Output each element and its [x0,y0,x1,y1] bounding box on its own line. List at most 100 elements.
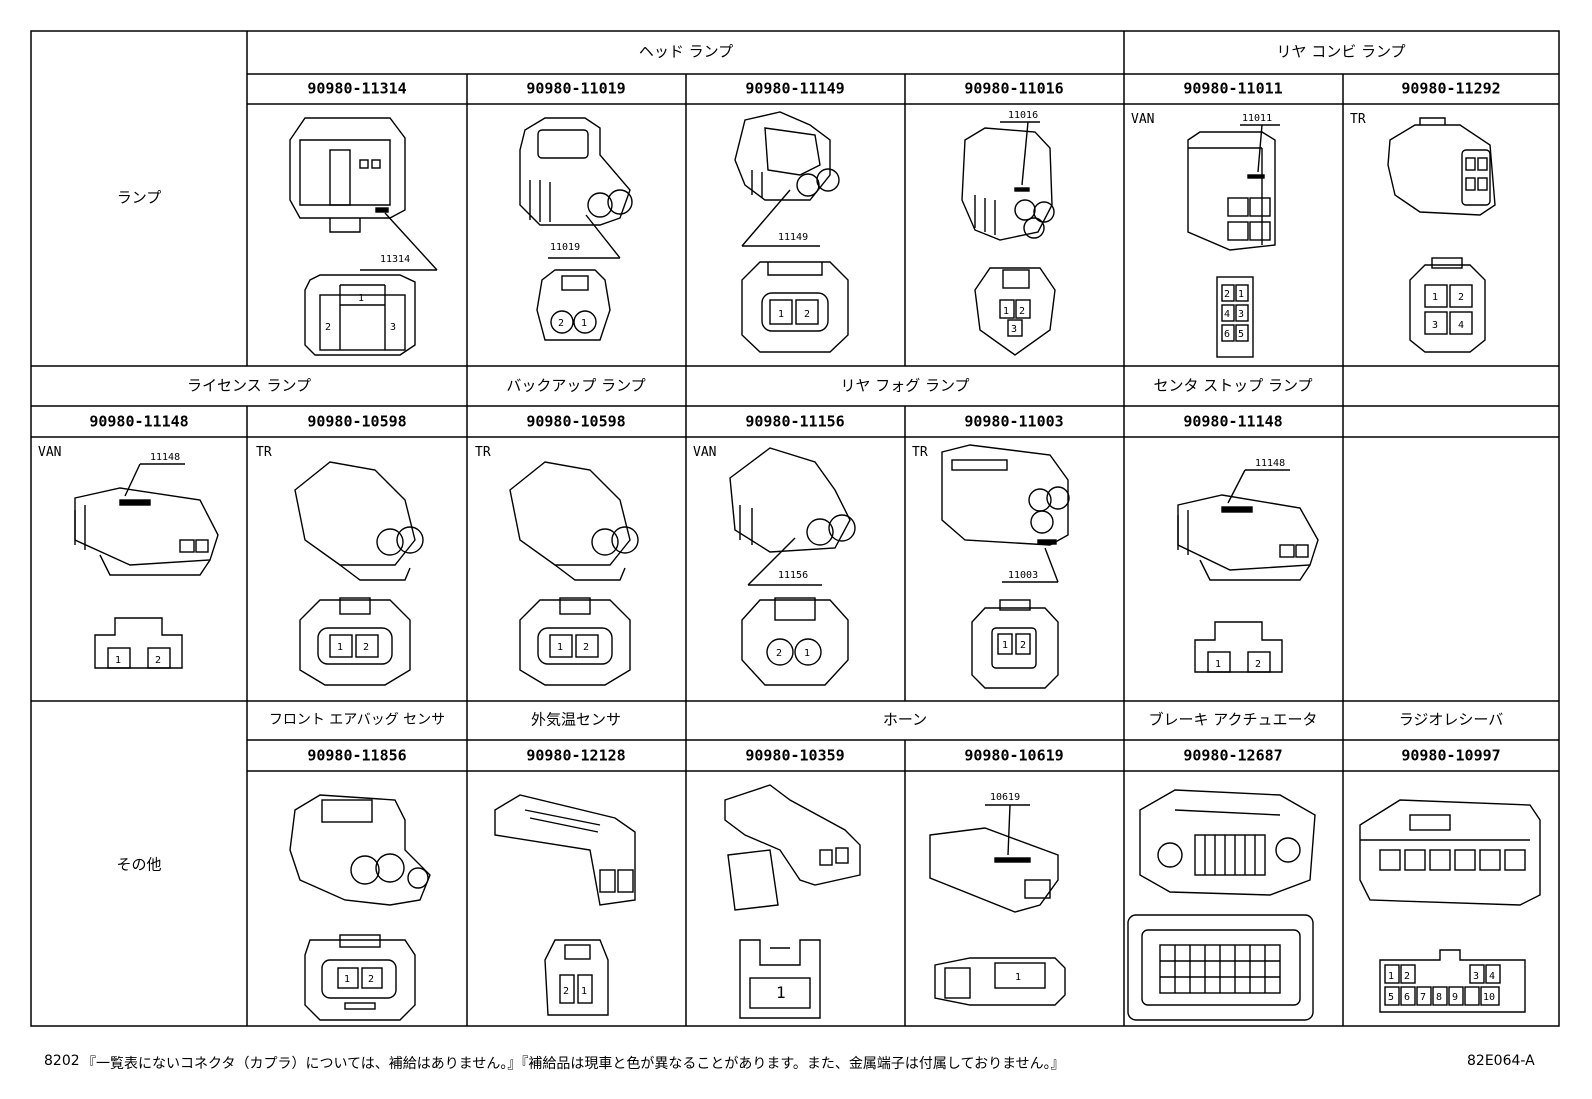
svg-text:1: 1 [337,642,343,653]
svg-text:6: 6 [1224,329,1230,340]
svg-text:2: 2 [1019,306,1025,317]
svg-text:1: 1 [344,974,350,985]
svg-text:3: 3 [390,322,396,333]
svg-text:5: 5 [1238,329,1244,340]
callout-label: 11016 [1008,110,1038,121]
part-number: 90980-11148 [1183,412,1283,431]
svg-text:2: 2 [363,642,369,653]
svg-text:1: 1 [115,655,121,666]
svg-text:1: 1 [1238,289,1244,300]
part-number: 90980-12687 [1183,746,1283,765]
svg-text:3: 3 [1473,971,1479,982]
part-number: 90980-10598 [307,412,407,431]
header-rear-fog-lamp: リヤ フォグ ランプ [840,376,970,395]
part-number: 90980-11148 [89,412,189,431]
variant-tag-tr: TR [1350,112,1366,127]
svg-text:1: 1 [581,986,587,997]
callout-label: 11148 [1255,458,1285,469]
callout-label: 11003 [1008,570,1038,581]
svg-text:1: 1 [557,642,563,653]
part-number: 90980-11019 [526,79,626,98]
header-license-lamp: ライセンス ランプ [186,376,312,395]
svg-text:8: 8 [1436,992,1442,1003]
part-number: 90980-10997 [1401,746,1501,765]
row-label-other: その他 [116,855,162,874]
part-number: 90980-11011 [1183,79,1283,98]
page-number: 8202 [44,1053,80,1069]
svg-text:2: 2 [155,655,161,666]
callout-label: 11156 [778,570,808,581]
header-brake-actuator: ブレーキ アクチュエータ [1148,710,1318,729]
svg-text:3: 3 [1238,309,1244,320]
svg-text:1: 1 [1432,292,1438,303]
svg-text:1: 1 [1215,659,1221,670]
part-number: 90980-11016 [964,79,1064,98]
svg-text:1: 1 [776,983,786,1002]
figure-code: 82E064-A [1467,1053,1535,1069]
variant-tag-van: VAN [693,445,717,460]
svg-text:1: 1 [358,293,364,304]
svg-text:5: 5 [1388,992,1394,1003]
connector-12687-drawing [1127,789,1316,1021]
row-label-lamp: ランプ [116,188,162,207]
part-number: 90980-11149 [745,79,845,98]
svg-text:3: 3 [1432,320,1438,331]
svg-text:2: 2 [1224,289,1230,300]
connector-10619-drawing: 10619 1 [929,792,1066,1006]
callout-label: 10619 [990,792,1020,803]
part-number: 90980-10619 [964,746,1064,765]
part-number: 90980-11292 [1401,79,1501,98]
svg-text:2: 2 [1404,971,1410,982]
variant-tag-tr: TR [912,445,928,460]
svg-text:1: 1 [1015,972,1021,983]
svg-text:6: 6 [1404,992,1410,1003]
svg-text:1: 1 [1388,971,1394,982]
svg-text:2: 2 [325,322,331,333]
svg-text:1: 1 [1003,306,1009,317]
svg-text:4: 4 [1224,309,1230,320]
svg-text:2: 2 [558,318,564,329]
variant-tag-tr: TR [475,445,491,460]
part-number: 90980-11003 [964,412,1064,431]
svg-text:1: 1 [778,309,784,320]
header-backup-lamp: バックアップ ランプ [506,376,646,395]
variant-tag-van: VAN [1131,112,1155,127]
svg-text:9: 9 [1452,992,1458,1003]
part-number: 90980-11314 [307,79,407,98]
callout-label: 11314 [380,254,410,265]
connector-11148-drawing: 11148 1 2 [1177,458,1319,673]
part-number: 90980-11156 [745,412,845,431]
svg-text:2: 2 [1020,640,1026,651]
connector-11314-drawing: 11314 1 2 3 [289,117,438,356]
variant-tag-van: VAN [38,445,62,460]
connector-11148-drawing: 11148 1 2 [74,452,219,669]
svg-text:2: 2 [583,642,589,653]
part-number: 90980-12128 [526,746,626,765]
header-horn: ホーン [882,710,928,729]
part-number: 90980-10598 [526,412,626,431]
header-radio-receiver: ラジオレシーバ [1398,710,1504,729]
svg-text:1: 1 [581,318,587,329]
header-center-stop-lamp: センタ ストップ ランプ [1153,376,1313,395]
svg-text:2: 2 [563,986,569,997]
svg-text:2: 2 [1458,292,1464,303]
callout-label: 11148 [150,452,180,463]
part-number: 90980-10359 [745,746,845,765]
header-head-lamp: ヘッド ランプ [638,42,734,61]
svg-text:2: 2 [1255,659,1261,670]
svg-text:7: 7 [1420,992,1426,1003]
svg-text:10: 10 [1483,992,1495,1003]
